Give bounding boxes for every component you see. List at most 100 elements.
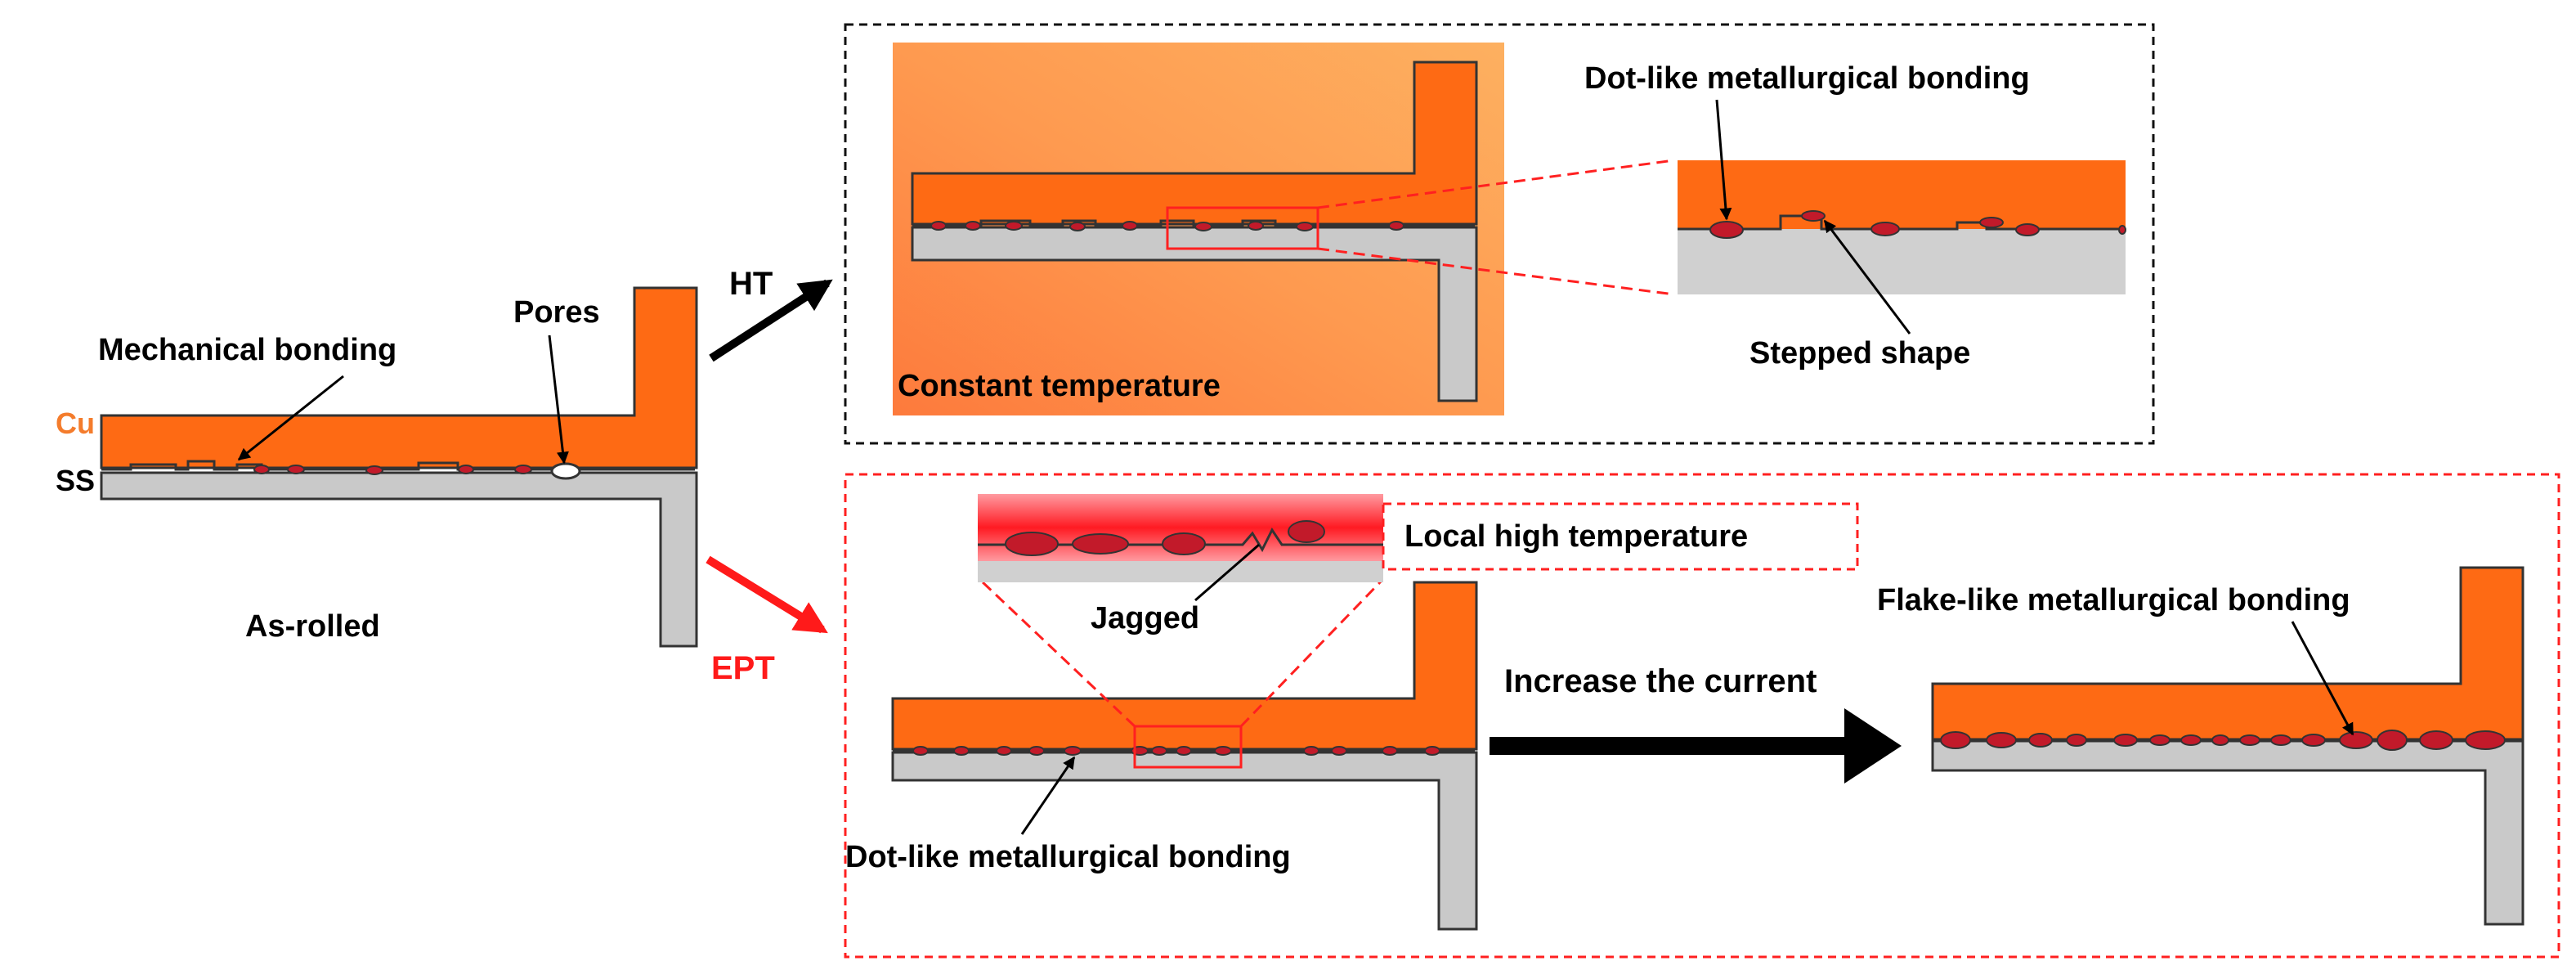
ss-layer — [1931, 739, 2524, 926]
bond-dot — [1870, 222, 1900, 236]
bond-dot — [1296, 222, 1314, 231]
ept-label: EPT — [711, 650, 775, 686]
ept-zoom-region — [1133, 725, 1243, 769]
local-high-temperature-box — [1382, 502, 1859, 571]
cu-layer — [911, 61, 1478, 226]
ht-zoom-guide-top — [1317, 159, 1675, 209]
pores-leader — [548, 335, 569, 465]
pores-label: Pores — [513, 295, 600, 330]
as-rolled-caption: As-rolled — [245, 609, 380, 644]
dot-like-ht-leader — [1715, 99, 1732, 221]
bond-dot — [1248, 221, 1264, 231]
cu-layer — [1678, 160, 2126, 229]
dot-like-ept-leader — [1020, 756, 1076, 835]
ht-zoom-region — [1166, 206, 1319, 250]
bond-flake — [2419, 730, 2453, 750]
stepped-shape-label: Stepped shape — [1749, 336, 1970, 370]
as-rolled-specimen — [100, 286, 698, 648]
dot-like-bonding-ept-label: Dot-like metallurgical bonding — [845, 840, 1291, 874]
increase-current-arrow-head — [1844, 708, 1902, 784]
bond-dot — [2118, 225, 2126, 235]
bond-dot — [1979, 217, 2004, 228]
bond-dot — [1122, 221, 1138, 231]
bond-flake — [1162, 532, 1206, 555]
bond-dot — [287, 465, 305, 474]
bond-flake — [2301, 734, 2326, 747]
ht-specimen — [911, 61, 1478, 402]
stepped-shape-leader — [1823, 219, 1911, 335]
bond-flake — [2465, 730, 2506, 750]
bond-flake — [1288, 520, 1325, 543]
bond-dot — [1176, 746, 1192, 756]
bond-dot — [1331, 746, 1347, 756]
cu-label: Cu — [56, 406, 95, 440]
flake-like-leader — [2291, 621, 2354, 736]
bond-flake — [2270, 734, 2292, 746]
bond-dot — [965, 221, 981, 231]
bond-flake — [2239, 734, 2260, 746]
bond-flake — [2339, 731, 2373, 749]
ept-zoom-inset — [978, 494, 1383, 582]
flake-specimen — [1931, 566, 2524, 926]
bond-dot — [514, 465, 532, 474]
bond-dot — [912, 746, 929, 756]
bond-dot — [1388, 221, 1404, 231]
bond-dot — [253, 465, 270, 474]
bond-dot — [1194, 222, 1212, 231]
increase-current-label: Increase the current — [1504, 663, 1817, 699]
ept-arrow — [706, 555, 828, 634]
cu-layer — [891, 581, 1478, 751]
ss-layer — [978, 561, 1383, 582]
mechanical-bonding-label: Mechanical bonding — [98, 333, 396, 367]
dot-like-bonding-ht-label: Dot-like metallurgical bonding — [1584, 61, 2030, 96]
jagged-interface — [978, 528, 1383, 553]
jagged-leader — [1194, 543, 1260, 602]
ht-zoom-inset — [1678, 160, 2126, 294]
cu-layer — [100, 286, 698, 469]
ss-layer — [1678, 229, 2126, 294]
ht-arrow — [709, 279, 833, 362]
bond-dot — [2015, 223, 2040, 236]
bond-flake — [2211, 734, 2229, 746]
bond-dot — [1005, 221, 1023, 231]
bond-dot — [1303, 746, 1319, 756]
bond-flake — [2066, 734, 2087, 747]
ht-label: HT — [729, 266, 773, 302]
ss-layer — [100, 471, 698, 648]
bond-dot — [1151, 746, 1167, 756]
bond-dot — [1801, 210, 1826, 222]
bond-dot — [458, 465, 474, 474]
flake-like-bonding-label: Flake-like metallurgical bonding — [1877, 583, 2350, 617]
bond-flake — [2180, 734, 2202, 746]
bond-dot — [1709, 221, 1744, 239]
ht-panel — [844, 23, 2155, 445]
bond-dot — [1382, 746, 1398, 756]
ss-label: SS — [56, 464, 95, 497]
constant-temperature-label: Constant temperature — [898, 369, 1221, 403]
ht-zoom-guide-bottom — [1317, 247, 1675, 296]
bond-flake — [1986, 732, 2017, 748]
ept-specimen — [891, 581, 1478, 931]
bond-dot — [1069, 222, 1086, 231]
bond-dot — [1064, 746, 1082, 756]
bond-dot — [953, 746, 970, 756]
bond-dot — [365, 465, 383, 475]
jagged-label: Jagged — [1091, 601, 1199, 635]
bond-dot — [996, 746, 1012, 756]
bond-flake — [1072, 533, 1129, 555]
bond-dot — [1214, 746, 1232, 756]
bond-dot — [1028, 746, 1045, 756]
bond-flake — [2149, 734, 2171, 746]
stepped-interface — [101, 460, 695, 471]
mechanical-bonding-leader — [237, 375, 344, 461]
pore — [550, 462, 581, 480]
bond-flake — [2377, 730, 2408, 751]
bond-flake — [1940, 731, 1971, 749]
bond-dot — [1424, 746, 1440, 756]
local-high-temperature-label: Local high temperature — [1404, 519, 1748, 554]
ept-zoom-guide-right — [1239, 579, 1383, 728]
bond-flake — [2113, 734, 2138, 747]
ss-layer — [911, 226, 1478, 402]
